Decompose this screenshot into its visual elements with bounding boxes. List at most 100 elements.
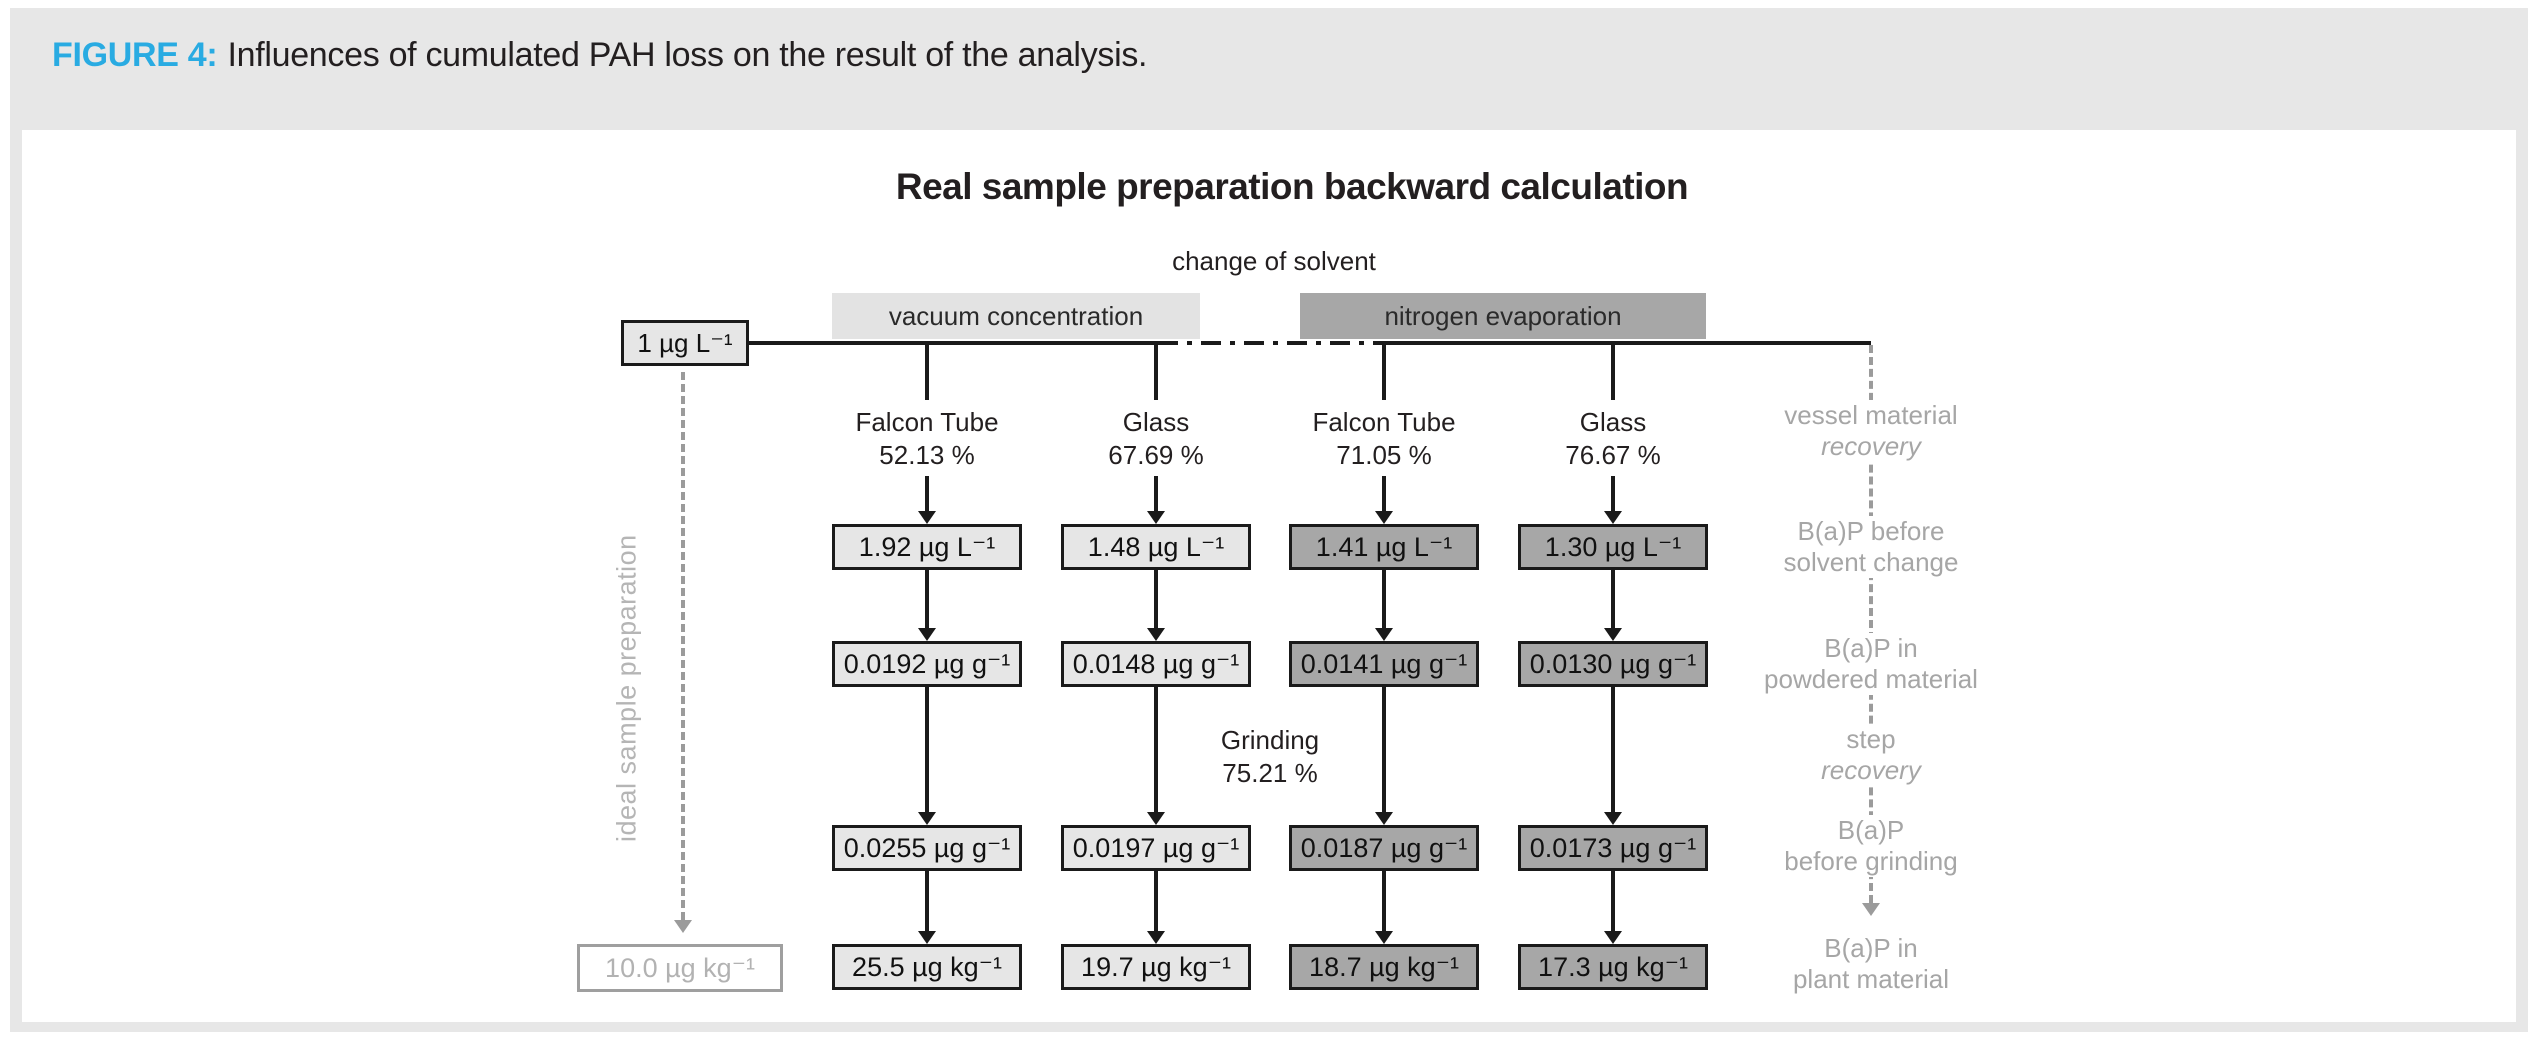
vessel-recovery: 71.05 % (1336, 440, 1432, 470)
arrow-head (1375, 511, 1393, 524)
recovery-axis-line (1869, 345, 1873, 903)
arrow-head (1375, 628, 1393, 641)
arrow-shaft (1382, 476, 1386, 512)
value-box: 1.92 µg L⁻¹ (832, 524, 1022, 570)
ideal-path-arrowhead-icon (674, 920, 692, 933)
vessel-name: Falcon Tube (855, 407, 999, 437)
value-box: 1.48 µg L⁻¹ (1061, 524, 1251, 570)
recovery-axis-arrowhead-icon (1862, 903, 1880, 916)
row-annotation-line: vessel material (1784, 400, 1958, 430)
value-box: 1.41 µg L⁻¹ (1289, 524, 1479, 570)
flow-arrow-icon (918, 871, 936, 944)
arrow-shaft (1382, 570, 1386, 629)
flow-arrow-icon (1604, 570, 1622, 641)
vacuum-concentration-header: vacuum concentration (832, 293, 1200, 339)
diagram-panel: Real sample preparation backward calcula… (22, 130, 2516, 1022)
vessel-recovery: 67.69 % (1108, 440, 1204, 470)
flow-arrow-icon (1147, 476, 1165, 524)
value-box: 0.0148 µg g⁻¹ (1061, 641, 1251, 687)
value-box: 0.0192 µg g⁻¹ (832, 641, 1022, 687)
grinding-recovery: 75.21 % (1222, 758, 1318, 788)
flow-arrow-icon (1604, 476, 1622, 524)
vessel-name: Glass (1122, 407, 1190, 437)
change-of-solvent-label: change of solvent (1172, 246, 1376, 276)
flow-arrow-icon (918, 687, 936, 825)
row-annotation-line: B(a)P in (1824, 633, 1918, 663)
ideal-path-line (681, 372, 685, 920)
arrow-head (1147, 511, 1165, 524)
arrow-shaft (1611, 871, 1615, 932)
arrow-shaft (925, 687, 929, 813)
arrow-shaft (1154, 871, 1158, 932)
value-box: 18.7 µg kg⁻¹ (1289, 944, 1479, 990)
arrow-head (918, 812, 936, 825)
figure-frame: FIGURE 4:Influences of cumulated PAH los… (10, 8, 2528, 1032)
arrow-shaft (1154, 687, 1158, 813)
row-annotation-line: powdered material (1764, 664, 1978, 694)
arrow-head (1147, 812, 1165, 825)
main-flow-line-dashdot (1158, 341, 1384, 345)
arrow-shaft (1611, 570, 1615, 629)
value-box: 0.0173 µg g⁻¹ (1518, 825, 1708, 871)
flow-arrow-icon (1375, 476, 1393, 524)
arrow-shaft (1154, 570, 1158, 629)
value-box: 0.0130 µg g⁻¹ (1518, 641, 1708, 687)
row-annotation-line: recovery (1821, 431, 1921, 461)
value-box: 0.0187 µg g⁻¹ (1289, 825, 1479, 871)
arrow-head (1147, 931, 1165, 944)
row-annotation-line: recovery (1821, 755, 1921, 785)
main-flow-line-left (748, 341, 1158, 345)
ideal-result-box: 10.0 µg kg⁻¹ (577, 944, 783, 992)
column-stub-line (1611, 345, 1615, 400)
value-box: 17.3 µg kg⁻¹ (1518, 944, 1708, 990)
source-concentration-box: 1 µg L⁻¹ (621, 320, 749, 366)
vessel-name: Falcon Tube (1312, 407, 1456, 437)
vessel-recovery: 76.67 % (1565, 440, 1661, 470)
row-annotation-line: before grinding (1784, 846, 1958, 876)
figure-number: FIGURE 4: (52, 36, 218, 74)
main-flow-line-right (1384, 341, 1871, 345)
column-stub-line (1154, 345, 1158, 400)
flow-arrow-icon (1375, 687, 1393, 825)
arrow-shaft (1611, 687, 1615, 813)
flow-arrow-icon (1375, 871, 1393, 944)
row-annotation-line: B(a)P (1837, 815, 1905, 845)
value-box: 19.7 µg kg⁻¹ (1061, 944, 1251, 990)
value-box: 0.0197 µg g⁻¹ (1061, 825, 1251, 871)
flow-arrow-icon (1604, 687, 1622, 825)
arrow-head (918, 931, 936, 944)
arrow-shaft (1611, 476, 1615, 512)
value-box: 0.0255 µg g⁻¹ (832, 825, 1022, 871)
row-annotation-line: solvent change (1783, 547, 1959, 577)
value-box: 25.5 µg kg⁻¹ (832, 944, 1022, 990)
arrow-shaft (925, 871, 929, 932)
arrow-shaft (1154, 476, 1158, 512)
arrow-head (1604, 812, 1622, 825)
flow-arrow-icon (918, 570, 936, 641)
row-annotation-line: step (1846, 724, 1896, 754)
figure-caption: FIGURE 4:Influences of cumulated PAH los… (52, 36, 1148, 75)
arrow-head (918, 511, 936, 524)
arrow-head (1604, 628, 1622, 641)
arrow-head (1147, 628, 1165, 641)
row-annotation-line: plant material (1792, 964, 1950, 994)
flow-arrow-icon (1375, 570, 1393, 641)
vessel-recovery: 52.13 % (879, 440, 975, 470)
column-stub-line (1382, 345, 1386, 400)
flow-arrow-icon (1604, 871, 1622, 944)
value-box: 1.30 µg L⁻¹ (1518, 524, 1708, 570)
arrow-shaft (925, 476, 929, 512)
nitrogen-evaporation-header: nitrogen evaporation (1300, 293, 1706, 339)
row-annotation-line: B(a)P in (1824, 933, 1918, 963)
flow-arrow-icon (1147, 871, 1165, 944)
arrow-shaft (1382, 871, 1386, 932)
arrow-head (1375, 931, 1393, 944)
